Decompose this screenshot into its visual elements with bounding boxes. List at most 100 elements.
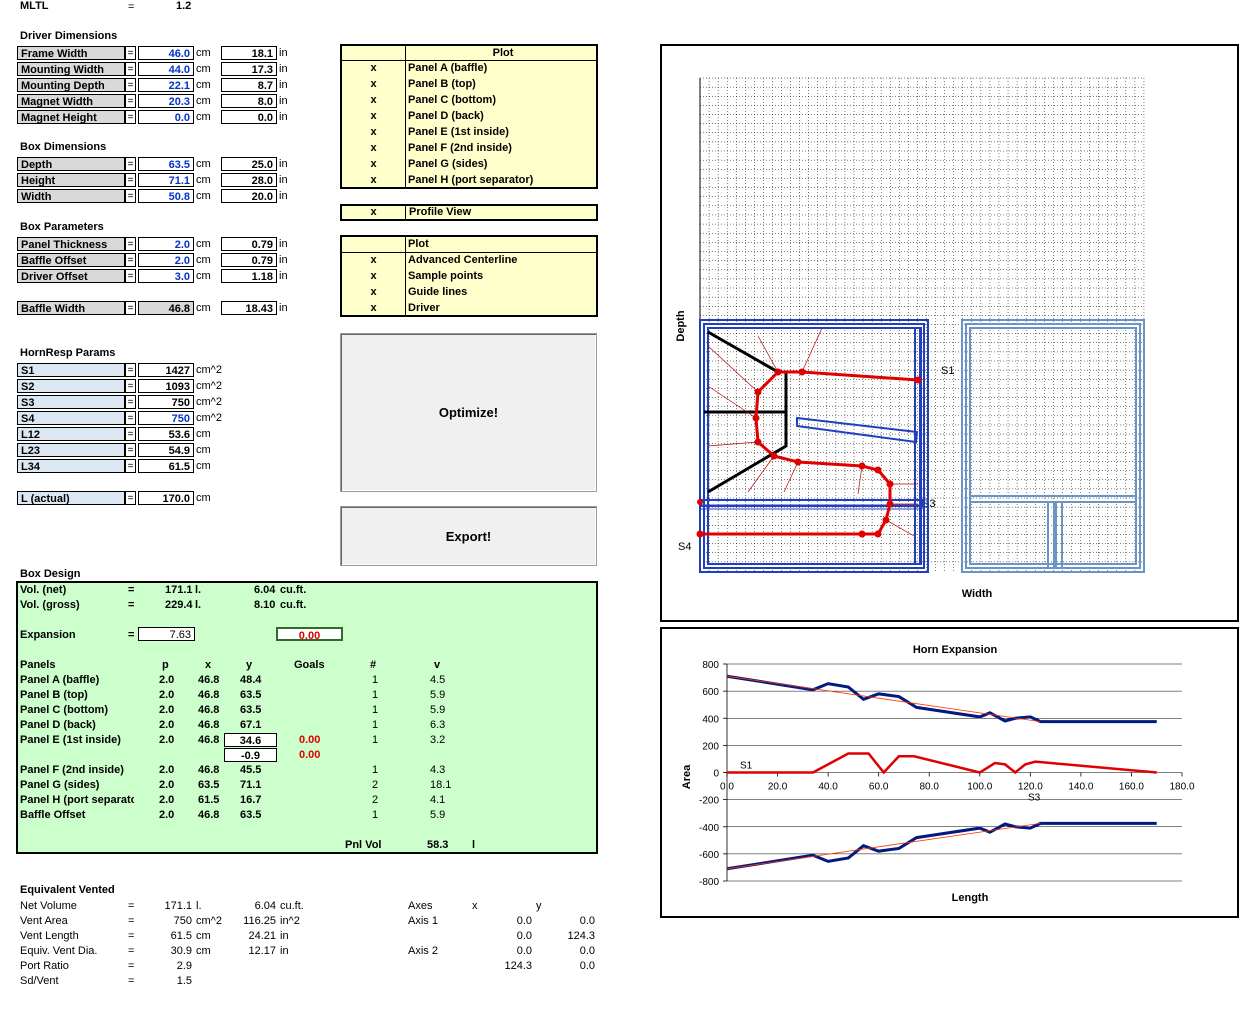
unit-in: in	[279, 95, 288, 107]
panel-p: 2.0	[159, 809, 175, 821]
equals-sign: =	[125, 395, 136, 409]
panel-e-y-input[interactable]: 34.6	[224, 733, 277, 747]
chart-gridlines	[723, 663, 1182, 882]
vented-unit-2: cu.ft.	[280, 900, 304, 912]
expansion-label: Expansion	[20, 629, 76, 641]
equals-sign: =	[125, 427, 136, 441]
driver-in-value: 17.3	[221, 62, 277, 76]
vented-title: Equivalent Vented	[20, 884, 115, 896]
unit-in: in	[279, 174, 288, 186]
optimize-button[interactable]: Optimize!	[340, 333, 597, 492]
l-actual-value: 170.0	[138, 491, 194, 505]
equals-sign: =	[128, 975, 135, 987]
hornresp-title: HornResp Params	[20, 347, 116, 359]
hornresp-unit: cm	[196, 460, 211, 472]
panel-name: Panel A (baffle)	[20, 674, 100, 686]
expansion-input[interactable]: 7.63	[138, 627, 195, 641]
unit-in: in	[279, 302, 288, 314]
box-front-view	[961, 319, 1145, 573]
panel-p: 2.0	[159, 734, 175, 746]
y-header: y	[246, 659, 253, 671]
xtick-label: 60.0	[869, 782, 889, 793]
profile-view-mark[interactable]: x	[370, 206, 377, 218]
hornresp-value[interactable]: 750	[138, 411, 194, 425]
hornresp-label: S3	[17, 395, 125, 409]
equals-sign: =	[125, 189, 136, 203]
goals-header: Goals	[294, 659, 325, 671]
plot-toggle-mark[interactable]: x	[370, 94, 377, 106]
panel-p: 2.0	[159, 674, 175, 686]
plot-toggle-mark[interactable]: x	[370, 110, 377, 122]
plot2-toggle-mark[interactable]: x	[370, 302, 377, 314]
vented-label: Sd/Vent	[20, 975, 59, 987]
driver-label: Magnet Width	[17, 94, 125, 108]
plot2-toggle-mark[interactable]: x	[370, 270, 377, 282]
plot2-toggle-mark[interactable]: x	[370, 286, 377, 298]
plot-toggle-mark[interactable]: x	[370, 174, 377, 186]
equals-sign: =	[125, 459, 136, 473]
panel-e-y2-input[interactable]: -0.9	[224, 748, 277, 762]
plot-toggle-mark[interactable]: x	[370, 142, 377, 154]
vented-value: 61.5	[170, 930, 192, 942]
plot-toggle-mark[interactable]: x	[370, 78, 377, 90]
ytick-label: 0	[713, 769, 719, 780]
panel-x: 61.5	[198, 794, 220, 806]
mltl-value[interactable]: 1.2	[176, 0, 192, 12]
panel-y: 67.1	[240, 719, 262, 731]
panel-v: 3.2	[430, 734, 446, 746]
driver-cm-input[interactable]: 20.3	[138, 94, 194, 108]
ytick-label: -200	[699, 796, 719, 807]
profile-view-box: x Profile View	[340, 204, 598, 221]
driver-in-value: 8.0	[221, 94, 277, 108]
plot-toggle-mark[interactable]: x	[370, 158, 377, 170]
box-cm-input[interactable]: 71.1	[138, 173, 194, 187]
driver-cm-input[interactable]: 46.0	[138, 46, 194, 60]
panel-x: 46.8	[198, 704, 220, 716]
ytick-label: -400	[699, 823, 719, 834]
ytick-label: 600	[702, 687, 719, 698]
export-button[interactable]: Export!	[340, 506, 597, 566]
driver-cm-input[interactable]: 44.0	[138, 62, 194, 76]
vented-unit: cm	[196, 945, 211, 957]
box-design-title: Box Design	[20, 568, 81, 580]
unit-l: l.	[195, 584, 202, 596]
profile-xlabel: Width	[962, 588, 993, 600]
plot-toggle-mark[interactable]: x	[370, 126, 377, 138]
chart-ylabel: Area	[681, 764, 693, 789]
params-cm-input[interactable]: 2.0	[138, 237, 194, 251]
plot2-toggle-mark[interactable]: x	[370, 254, 377, 266]
series-line-4	[726, 822, 1041, 870]
driver-cm-input[interactable]: 22.1	[138, 78, 194, 92]
driver-cm-input[interactable]: 0.0	[138, 110, 194, 124]
equals-sign: =	[125, 157, 136, 171]
plot2-toggle-label: Driver	[408, 302, 440, 314]
unit-cm: cm	[196, 302, 211, 314]
plot-toggle-mark[interactable]: x	[370, 62, 377, 74]
axis-label: Axis 1	[408, 915, 438, 927]
panel-count: 2	[372, 794, 379, 806]
unit-cm: cm	[196, 238, 211, 250]
chart-xlabel: Length	[952, 892, 989, 904]
params-cm-input[interactable]: 2.0	[138, 253, 194, 267]
expansion-goal[interactable]: 0.00	[276, 627, 343, 642]
axis-c1: 0.0	[516, 930, 532, 942]
unit-cm: cm	[196, 63, 211, 75]
equals-sign: =	[125, 78, 136, 92]
centerline	[696, 327, 922, 538]
panel-name: Panel B (top)	[20, 689, 88, 701]
box-cm-input[interactable]: 63.5	[138, 157, 194, 171]
equals-sign: =	[125, 46, 136, 60]
xtick-label: 80.0	[919, 782, 939, 793]
plot2-header: Plot	[408, 238, 429, 250]
panel-y: 45.5	[240, 764, 262, 776]
unit-cm: cm	[196, 190, 211, 202]
hornresp-value: 1427	[138, 363, 194, 377]
vented-unit: cm^2	[196, 915, 222, 927]
params-cm-input[interactable]: 3.0	[138, 269, 194, 283]
vented-value: 2.9	[176, 960, 192, 972]
equals-sign: =	[125, 301, 136, 315]
driver-label: Frame Width	[17, 46, 125, 60]
box-cm-input[interactable]: 50.8	[138, 189, 194, 203]
hornresp-label: S1	[17, 363, 125, 377]
vented-label: Vent Area	[20, 915, 68, 927]
